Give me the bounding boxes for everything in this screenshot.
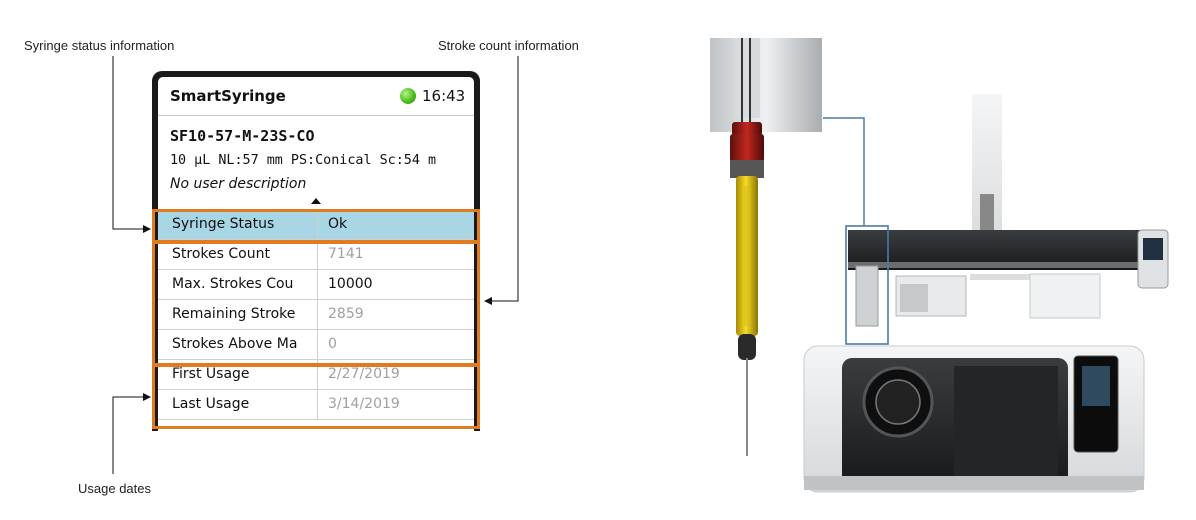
row-label: Strokes Count bbox=[172, 246, 270, 262]
row-label: Max. Strokes Cou bbox=[172, 276, 294, 292]
row-value: 2859 bbox=[328, 306, 364, 322]
row-value: 7141 bbox=[328, 246, 364, 262]
handheld-terminal-screen bbox=[1143, 238, 1163, 260]
syringe-spec: 10 µL NL:57 mm PS:Conical Sc:54 m bbox=[170, 153, 437, 168]
gc-control-screen bbox=[1082, 366, 1110, 406]
usage-dates-group-box bbox=[152, 363, 480, 429]
table-row[interactable]: Max. Strokes Cou 10000 bbox=[158, 270, 474, 300]
usage-dates-callout: Usage dates bbox=[78, 481, 151, 496]
table-row[interactable]: Remaining Stroke 2859 bbox=[158, 300, 474, 330]
gc-oven-door-window bbox=[875, 379, 921, 425]
row-value: 0 bbox=[328, 336, 337, 352]
row-label: Syringe Status bbox=[172, 216, 275, 232]
stroke-count-callout: Stroke count information bbox=[438, 38, 579, 53]
gc-side-panel bbox=[954, 366, 1058, 476]
syringe-barrel-window bbox=[744, 186, 750, 326]
syringe-carriage bbox=[710, 38, 822, 132]
chain-icon bbox=[741, 38, 751, 126]
row-value: 2/27/2019 bbox=[328, 366, 400, 382]
user-description: No user description bbox=[170, 176, 307, 192]
syringe-status-callout: Syringe status information bbox=[24, 38, 175, 53]
syringe-clamp bbox=[730, 160, 764, 178]
table-row[interactable]: Syringe Status Ok bbox=[158, 210, 474, 240]
wash-station bbox=[900, 284, 928, 312]
gc-autosampler-illustration bbox=[710, 38, 1169, 493]
table-row[interactable]: First Usage 2/27/2019 bbox=[158, 360, 474, 390]
gantry-tower-slot bbox=[980, 194, 994, 234]
zoom-leader-line bbox=[823, 117, 865, 226]
carriage-slot bbox=[734, 38, 760, 118]
row-label: Strokes Above Ma bbox=[172, 336, 298, 352]
syringe-id: SF10-57-M-23S-CO bbox=[170, 127, 315, 145]
tray-support-left bbox=[970, 274, 1030, 280]
usage-dates-leader bbox=[112, 393, 151, 474]
smartsyringe-display: SmartSyringe 16:43 SF10-57-M-23S-CO 10 µ… bbox=[152, 71, 480, 431]
row-label: Remaining Stroke bbox=[172, 306, 296, 322]
row-value: Ok bbox=[328, 216, 348, 232]
syringe-lower-guide bbox=[738, 334, 756, 360]
clock: 16:43 bbox=[422, 87, 466, 105]
stroke-count-group-box bbox=[152, 240, 480, 367]
table-row[interactable]: Strokes Above Ma 0 bbox=[158, 330, 474, 360]
row-value: 10000 bbox=[328, 276, 373, 292]
gantry-rail-front bbox=[848, 262, 1158, 268]
zoom-highlight-box bbox=[845, 225, 889, 345]
syringe-plunger-collar bbox=[730, 134, 764, 162]
display-screen: SmartSyringe 16:43 SF10-57-M-23S-CO 10 µ… bbox=[158, 77, 474, 431]
tray-support-right bbox=[1029, 273, 1101, 319]
stroke-count-leader bbox=[484, 56, 519, 305]
scroll-up-arrow-icon[interactable] bbox=[311, 198, 321, 204]
screen-header: SmartSyringe 16:43 bbox=[158, 77, 474, 116]
syringe-info-table: Syringe Status Ok Strokes Count 7141 Max… bbox=[158, 210, 474, 420]
syringe-status-leader bbox=[112, 56, 151, 233]
syringe-plunger-cap bbox=[732, 122, 762, 136]
app-title: SmartSyringe bbox=[170, 87, 286, 105]
gc-foot bbox=[804, 476, 1144, 490]
row-value: 3/14/2019 bbox=[328, 396, 400, 412]
table-row[interactable]: Last Usage 3/14/2019 bbox=[158, 390, 474, 420]
injection-head bbox=[855, 265, 879, 327]
row-label: Last Usage bbox=[172, 396, 250, 412]
table-row[interactable]: Strokes Count 7141 bbox=[158, 240, 474, 270]
status-indicator-icon bbox=[400, 88, 416, 104]
syringe-status-group-box bbox=[152, 209, 480, 244]
row-label: First Usage bbox=[172, 366, 250, 382]
